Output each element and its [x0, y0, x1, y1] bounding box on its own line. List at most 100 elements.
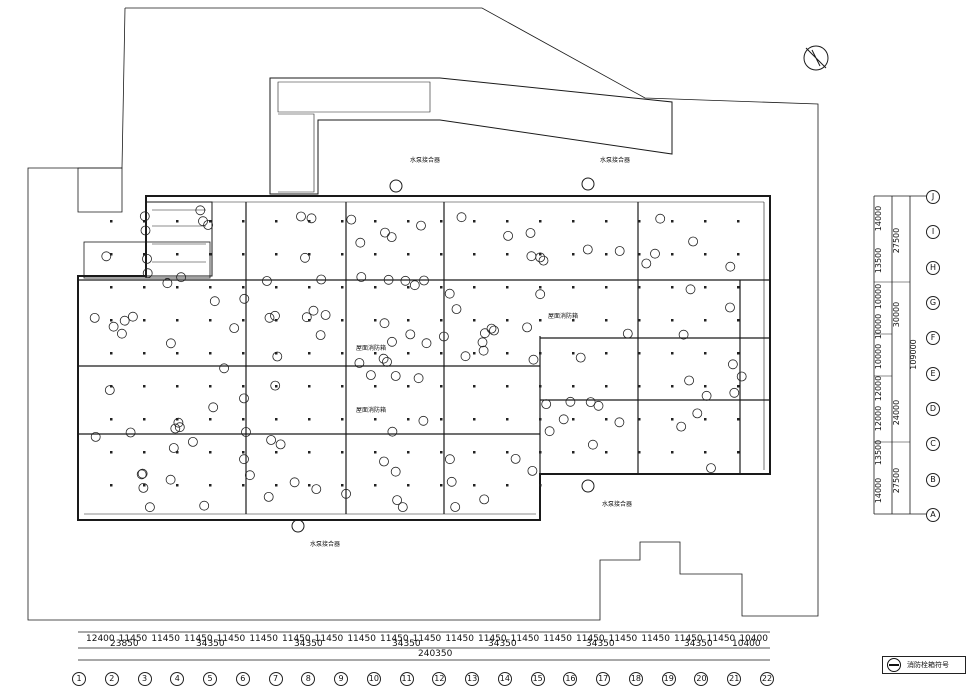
column-dot — [275, 451, 278, 454]
column-dot — [539, 484, 542, 487]
column-dot — [440, 286, 443, 289]
column-dot — [209, 352, 212, 355]
column-dot — [572, 451, 575, 454]
hydrant-marker — [104, 385, 115, 396]
column-dot — [176, 286, 179, 289]
dimension-mid-7: 10400 — [732, 639, 761, 649]
column-dot — [638, 220, 641, 223]
hydrant-marker — [477, 337, 488, 348]
hydrant-marker — [582, 244, 593, 255]
column-dot — [242, 220, 245, 223]
hydrant-marker — [688, 236, 698, 247]
road-wedge — [269, 77, 673, 195]
column-dot — [143, 253, 146, 256]
grid-col-18: 18 — [628, 672, 643, 686]
column-dot — [308, 319, 311, 322]
hydrant-marker — [140, 225, 151, 236]
column-dot — [572, 385, 575, 388]
column-dot — [473, 253, 476, 256]
grid-col-13: 13 — [465, 672, 480, 686]
legend-box: 消防栓箱符号 — [882, 656, 966, 674]
column-dot — [407, 451, 410, 454]
hydrant-marker — [387, 426, 398, 437]
grid-row-G: G — [926, 296, 940, 310]
dimension-top-0: 12400 — [86, 634, 115, 644]
column-dot — [440, 220, 443, 223]
hydrant-marker — [270, 380, 281, 391]
grid-row-J: J — [926, 190, 940, 204]
grid-col-5: 5 — [203, 672, 218, 686]
dimension-mid-6: 34350 — [684, 639, 713, 649]
grid-col-1: 1 — [72, 672, 86, 686]
side-dim-inner-0: 14000 — [874, 205, 884, 232]
column-dot — [539, 418, 542, 421]
column-dot — [275, 253, 278, 256]
column-dot — [176, 418, 179, 421]
hydrant-marker — [296, 211, 306, 222]
column-dot — [308, 286, 311, 289]
grid-col-10: 10 — [366, 672, 381, 686]
column-dot — [671, 418, 674, 421]
column-dot — [341, 484, 344, 487]
column-dot — [440, 352, 443, 355]
hydrant-marker — [176, 272, 187, 283]
hydrant-marker — [446, 476, 457, 487]
hydrant-marker — [460, 351, 471, 362]
hydrant-marker — [315, 330, 326, 341]
column-dot — [176, 253, 179, 256]
dim-lines — [78, 631, 770, 661]
label-room-2: 屋面消防箱 — [356, 407, 387, 414]
hydrant-symbol-icon — [887, 658, 901, 672]
side-dim-inner-7: 13500 — [874, 439, 884, 466]
column-dot — [671, 319, 674, 322]
hydrant-marker — [400, 275, 411, 286]
column-dot — [605, 220, 608, 223]
hydrant-marker — [526, 251, 537, 262]
hydrant-marker — [535, 289, 546, 300]
side-dim-inner-8: 14000 — [874, 477, 884, 504]
hydrant-marker — [684, 375, 694, 386]
hydrant-marker — [198, 216, 208, 227]
column-dot — [704, 451, 707, 454]
column-dot — [440, 484, 443, 487]
hydrant-marker — [729, 387, 740, 398]
column-dot — [275, 484, 278, 487]
label-room-3: 屋面消防箱 — [548, 313, 579, 320]
hydrant-marker — [90, 431, 101, 442]
hydrant-marker — [306, 213, 317, 224]
column-dot — [638, 319, 641, 322]
side-dim-inner-5: 12000 — [874, 375, 884, 402]
column-dot — [737, 352, 740, 355]
grid-col-20: 20 — [694, 672, 709, 686]
column-dot — [737, 253, 740, 256]
dimension-top-16: 11450 — [608, 634, 638, 644]
column-dot — [110, 385, 113, 388]
column-dot — [704, 220, 707, 223]
hydrant-marker — [139, 211, 150, 222]
hydrant-marker — [409, 280, 420, 291]
hydrant-marker — [558, 414, 569, 425]
hydrant-marker — [522, 322, 532, 333]
column-dot — [506, 253, 509, 256]
column-dot — [638, 253, 641, 256]
column-dot — [110, 484, 113, 487]
column-dot — [605, 352, 608, 355]
column-dot — [308, 418, 311, 421]
column-dot — [209, 319, 212, 322]
hydrant-marker — [418, 415, 429, 426]
column-dot — [110, 418, 113, 421]
label-pump-c: 水泵接合器 — [602, 501, 633, 508]
hydrant-marker — [244, 470, 255, 481]
hydrant-marker — [341, 488, 352, 499]
column-dot — [473, 319, 476, 322]
hydrant-marker — [438, 331, 449, 342]
column-dot — [440, 253, 443, 256]
column-dot — [209, 484, 212, 487]
hydrant-marker — [444, 454, 455, 465]
grid-col-2: 2 — [104, 672, 119, 686]
side-dim-frame — [873, 195, 932, 515]
column-dot — [341, 352, 344, 355]
hydrant-marker — [593, 400, 604, 411]
column-dot — [110, 220, 113, 223]
